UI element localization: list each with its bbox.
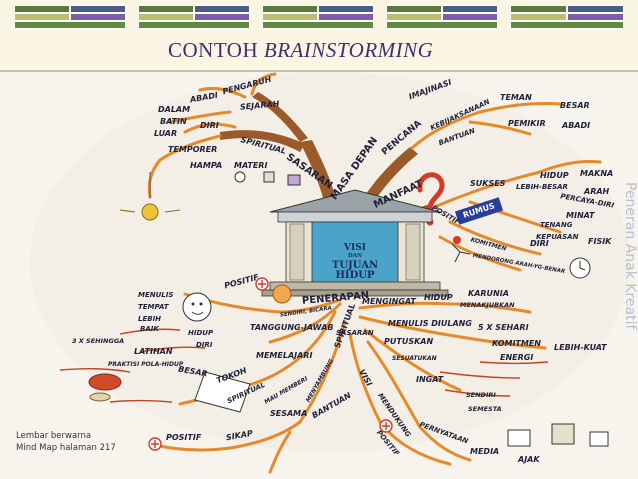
label-minat: MINAT (566, 212, 595, 220)
label-diri: DIRI (200, 122, 219, 130)
label-tanggung-jawab: TANGGUNG-JAWAB (250, 324, 334, 332)
label-mengingat: MENGINGAT (362, 298, 416, 306)
label-sukses: SUKSES (470, 180, 505, 188)
header-block (14, 5, 126, 29)
header-block (510, 5, 624, 29)
label-materi: MATERI (234, 162, 267, 170)
label-luar: LUAR (154, 130, 177, 138)
image-caption: Lembar berwarna Mind Map halaman 217 (16, 430, 116, 454)
label-hidup-right: HIDUP (424, 294, 453, 302)
slide-title: CONTOH BRAINSTORMING (168, 38, 433, 63)
label-sesuatukan: SESUATUKAN (392, 356, 437, 362)
side-watermark-text: Peneran Anak Kreatif (612, 182, 638, 452)
label-teman: TEMAN (500, 94, 532, 102)
header-decoration (0, 0, 638, 34)
label-sehari: 5 X SEHARI (478, 324, 529, 332)
label-pemikir: PEMIKIR (508, 120, 546, 128)
label-menulis-diulang: MENULIS DIULANG (388, 320, 472, 328)
label-abadi-right: ABADI (562, 122, 590, 130)
label-dalam: DALAM (158, 106, 190, 114)
label-arah: ARAH (584, 188, 609, 196)
label-putuskan: PUTUSKAN (384, 338, 433, 346)
label-lebih-kuat: LEBIH-KUAT (554, 344, 607, 352)
label-energi: ENERGI (500, 354, 533, 362)
header-block (386, 5, 498, 29)
center-line3: TUJUAN (316, 261, 394, 271)
label-lebih-besar: LEBIH-BESAR (516, 184, 568, 191)
label-hampa: HAMPA (190, 162, 222, 170)
label-fisik: FISIK (588, 238, 611, 246)
caption-line1: Lembar berwarna (16, 430, 116, 442)
label-hidup: HIDUP (540, 172, 569, 180)
center-topic: VISI DAN TUJUAN HIDUP (316, 244, 394, 281)
label-ajak: AJAK (518, 456, 540, 464)
label-tenang: TENANG (540, 222, 572, 229)
label-makna: MAKNA (580, 170, 613, 178)
label-sendiri-right: SENDIRI (466, 392, 496, 399)
label-temporer: TEMPORER (168, 146, 217, 154)
label-sesama: SESAMA (270, 410, 307, 418)
header-block (262, 5, 374, 29)
label-semesta: SEMESTA (468, 406, 502, 413)
label-positif-bottom: POSITIF (166, 434, 201, 442)
label-latihan: LATIHAN (134, 348, 173, 356)
label-tempat: TEMPAT (138, 304, 169, 311)
mind-map-image: VISI DAN TUJUAN HIDUP SASARAN MASA DEPAN… (0, 72, 638, 479)
label-hidup-left: HIDUP (188, 330, 213, 337)
label-memelajari: MEMELAJARI (256, 352, 312, 360)
label-diri-right: DIRI (530, 240, 549, 248)
label-lebih: LEBIH (138, 316, 161, 323)
label-media: MEDIA (470, 448, 499, 456)
label-diri-left: DIRI (196, 342, 212, 349)
label-sasaran-right: SASARAN (336, 330, 374, 337)
label-baik: BAIK (140, 326, 159, 333)
label-komitmen: KOMITMEN (492, 340, 541, 348)
center-line4: HIDUP (316, 271, 394, 281)
label-menakjubkan: MENAKJUBKAN (460, 302, 515, 309)
label-praktisi: PRAKTISI POLA-HIDUP (108, 362, 183, 368)
label-batin: BATIN (160, 118, 187, 126)
caption-line2: Mind Map halaman 217 (16, 442, 116, 454)
center-line2: DAN (316, 254, 394, 260)
label-menulis: MENULIS (138, 292, 173, 299)
title-italic: BRAINSTORMING (264, 38, 433, 62)
header-block (138, 5, 250, 29)
center-line1: VISI (316, 244, 394, 253)
label-ingat: INGAT (416, 376, 443, 384)
label-sehingga: 3 X SEHINGGA (72, 338, 124, 345)
label-besar: BESAR (560, 102, 590, 110)
title-plain: CONTOH (168, 38, 264, 62)
label-karunia: KARUNIA (468, 290, 509, 298)
